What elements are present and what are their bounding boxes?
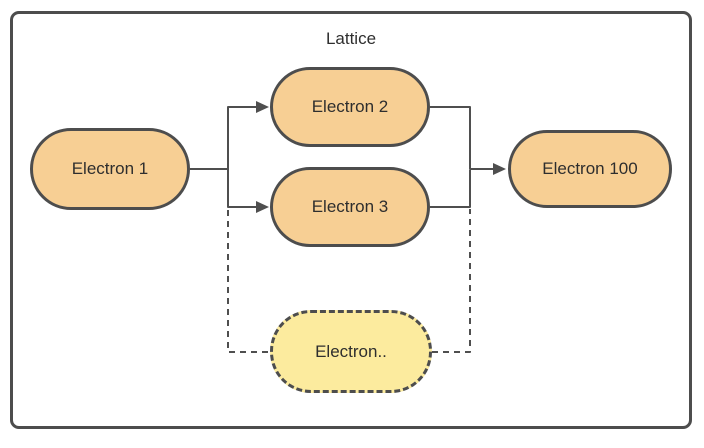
node-electron-3-label: Electron 3: [311, 197, 389, 216]
node-electron-1-label: Electron 1: [71, 159, 149, 178]
node-electron-100-label: Electron 100: [542, 159, 638, 178]
node-electron-etc[interactable]: Electron..: [270, 310, 432, 393]
node-electron-etc-label: Electron..: [315, 341, 387, 361]
lattice-container-label: Lattice: [325, 29, 377, 48]
node-electron-3[interactable]: Electron 3: [270, 167, 430, 247]
node-electron-2[interactable]: Electron 2: [270, 67, 430, 147]
node-electron-100[interactable]: Electron 100: [508, 130, 672, 208]
node-electron-2-label: Electron 2: [311, 97, 389, 116]
node-electron-1[interactable]: Electron 1: [30, 128, 190, 210]
